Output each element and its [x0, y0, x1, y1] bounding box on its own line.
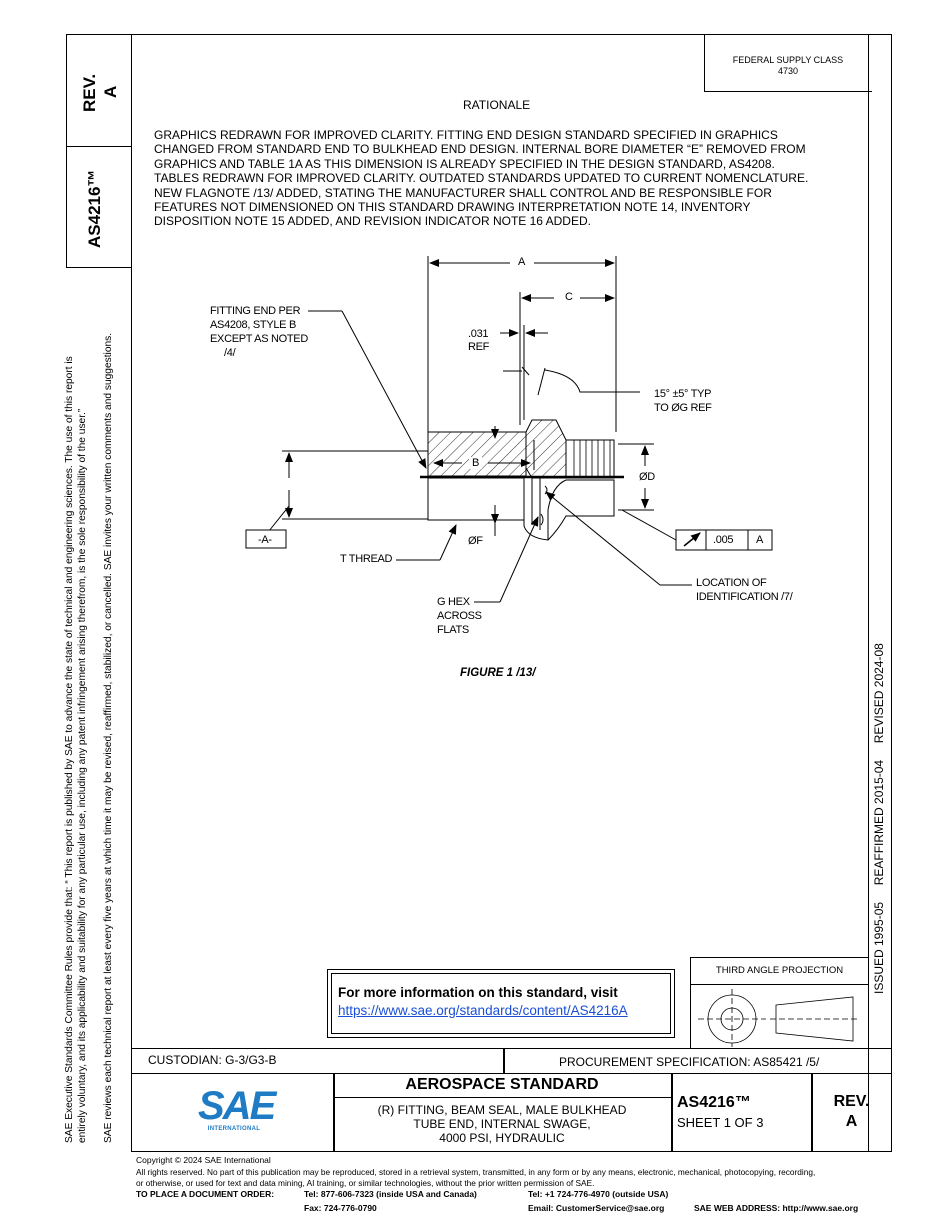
datum-a-box [245, 529, 287, 549]
tel-us: Tel: 877-606-7323 (inside USA and Canada… [304, 1189, 477, 1199]
title-underline [333, 1097, 671, 1098]
web-address: SAE WEB ADDRESS: http://www.sae.org [694, 1203, 859, 1213]
doc-number: AS4216™ [677, 1094, 751, 1111]
fitting-drawing [245, 256, 773, 603]
rationale-line: FEATURES NOT DIMENSIONED ON THIS STANDAR… [154, 200, 751, 215]
supply-class-value: 4730 [777, 66, 799, 76]
dim-ref-label: REF [468, 341, 490, 353]
fitting-body [420, 419, 624, 541]
rev-value-block: A [845, 1113, 858, 1130]
desc-line-1: (R) FITTING, BEAM SEAL, MALE BULKHEAD [377, 1103, 627, 1117]
sae-logo-subtitle: INTERNATIONAL [207, 1126, 261, 1132]
custodian-text: CUSTODIAN: G-3/G3-B [148, 1053, 277, 1067]
doc-number-tab [66, 146, 132, 268]
sae-logo-mark: SAE [198, 1084, 276, 1128]
g-hex-label-2: ACROSS [437, 610, 482, 622]
title-divider-2 [671, 1073, 673, 1152]
g-hex-label-3: FLATS [437, 624, 469, 636]
title-divider-3 [811, 1073, 813, 1152]
fitting-end-note-2: AS4208, STYLE B [210, 319, 296, 331]
angle-leader [544, 369, 640, 393]
standard-title: AEROSPACE STANDARD [405, 1076, 599, 1093]
fitting-end-note-1: FITTING END PER [210, 305, 301, 317]
identification-label-2: IDENTIFICATION /7/ [696, 591, 793, 603]
sae-logo: SAE INTERNATIONAL [198, 1084, 276, 1134]
angle-note-2: TO ØG REF [654, 402, 712, 414]
figure-caption: FIGURE 1 /13/ [460, 667, 536, 679]
t-thread-label: T THREAD [340, 553, 393, 565]
dim-a-label: A [516, 256, 528, 268]
procurement-text: PROCUREMENT SPECIFICATION: AS85421 /5/ [559, 1055, 820, 1069]
title-divider-1 [333, 1073, 335, 1152]
tolerance-datum: A [756, 534, 764, 546]
dim-031-label: .031 [468, 328, 489, 340]
supply-class-box [704, 34, 872, 92]
rationale-title: RATIONALE [463, 98, 531, 112]
datum-a-label: -A- [258, 534, 272, 546]
desc-line-2: TUBE END, INTERNAL SWAGE, [413, 1117, 591, 1131]
info-box-text: For more information on this standard, v… [338, 985, 618, 1000]
rationale-line: CHANGED FROM STANDARD END TO BULKHEAD EN… [154, 142, 806, 157]
dim-f-label: ØF [468, 535, 483, 547]
rationale-text: GRAPHICS REDRAWN FOR IMPROVED CLARITY. F… [154, 128, 854, 229]
dim-d-label: ØD [639, 471, 655, 483]
projection-symbol [698, 989, 860, 1047]
custodian-divider [503, 1048, 505, 1074]
dim-c-label: C [563, 291, 575, 303]
rationale-line: DISPOSITION NOTE 15 ADDED, AND REVISION … [154, 214, 591, 229]
order-label: TO PLACE A DOCUMENT ORDER: [136, 1189, 275, 1199]
standard-link[interactable]: https://www.sae.org/standards/content/AS… [338, 1003, 628, 1018]
rights-line-1: All rights reserved. No part of this pub… [136, 1167, 816, 1177]
identification-label-1: LOCATION OF [696, 577, 767, 589]
info-box-outer [327, 969, 675, 1038]
projection-label: THIRD ANGLE PROJECTION [715, 965, 844, 976]
tel-intl: Tel: +1 724-776-4970 (outside USA) [528, 1189, 669, 1199]
dim-b-label: B [469, 457, 483, 469]
fitting-end-note-3: EXCEPT AS NOTED [210, 333, 308, 345]
copyright: Copyright © 2024 SAE International [136, 1155, 271, 1165]
rev-label-block: REV. [833, 1093, 870, 1110]
projection-divider [690, 984, 869, 985]
rationale-line: TABLES REDRAWN FOR IMPROVED CLARITY. OUT… [154, 171, 809, 186]
rationale-line: GRAPHICS AND TABLE 1A AS THIS DIMENSION … [154, 156, 775, 171]
rationale-line: GRAPHICS REDRAWN FOR IMPROVED CLARITY. F… [154, 128, 778, 142]
email: Email: CustomerService@sae.org [528, 1203, 665, 1213]
g-hex-label-1: G HEX [437, 596, 470, 608]
tolerance-value: .005 [713, 534, 734, 546]
rights-line-2: or otherwise, or used for text and data … [136, 1178, 595, 1188]
supply-class-label: FEDERAL SUPPLY CLASS [732, 55, 844, 65]
sheet-number: SHEET 1 OF 3 [677, 1115, 764, 1130]
desc-line-3: 4000 PSI, HYDRAULIC [439, 1131, 565, 1145]
title-block [131, 1073, 892, 1152]
fax: Fax: 724-776-0790 [304, 1203, 377, 1213]
info-box-inner [331, 973, 671, 1034]
rationale-line: NEW FLAGNOTE /13/ ADDED, STATING THE MAN… [154, 185, 772, 200]
angle-note-1: 15° ±5° TYP [654, 388, 712, 400]
fitting-end-note-4: /4/ [224, 347, 236, 359]
